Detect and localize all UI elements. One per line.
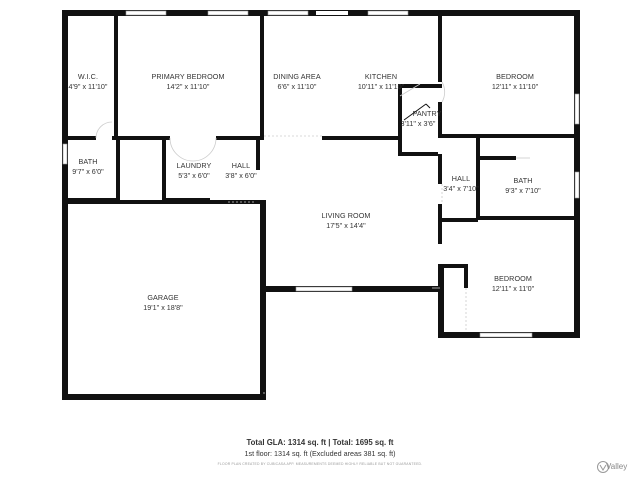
room-name: HALL [231, 161, 251, 170]
exterior-walls [62, 10, 580, 400]
room-dimensions: 5'3" x 6'0" [178, 171, 210, 180]
room-dimensions: 12'11" x 11'0" [491, 284, 535, 293]
room-dimensions: 4'9" x 11'10" [68, 82, 108, 91]
valley-logo-icon [597, 461, 609, 473]
room-dimensions: 6'6" x 11'10" [277, 82, 317, 91]
floor-area-summary: 1st floor: 1314 sq. ft (Excluded areas 3… [244, 449, 396, 458]
room-name: BEDROOM [496, 72, 534, 81]
room-laundry: LAUNDRY 5'3" x 6'0" [139, 161, 249, 181]
room-bath-w: BATH 9'7" x 6'0" [33, 157, 143, 177]
room-pantry: PANTRY 3'11" x 3'6" [366, 109, 476, 129]
room-dimensions: 17'5" x 14'4" [326, 221, 366, 230]
room-bedroom-ne: BEDROOM 12'11" x 11'10" [460, 72, 570, 92]
room-name: BATH [513, 176, 533, 185]
room-garage: GARAGE 19'1" x 18'8" [108, 293, 218, 313]
room-hall-w: HALL 3'8" x 6'0" [186, 161, 296, 181]
room-dining-area: DINING AREA 6'6" x 11'10" [242, 72, 352, 92]
room-dimensions: 19'1" x 18'8" [143, 303, 183, 312]
windows [62, 10, 580, 338]
fineprint-disclaimer: FLOOR PLAN CREATED BY CUBICASA APP. MEAS… [217, 462, 423, 466]
valley-logo-text: Valley [606, 462, 628, 471]
room-dimensions: 3'8" x 6'0" [225, 171, 257, 180]
room-name: BATH [78, 157, 98, 166]
room-living-room: LIVING ROOM 17'5" x 14'4" [291, 211, 401, 231]
room-dimensions: 9'3" x 7'10" [505, 186, 541, 195]
room-name: DINING AREA [273, 72, 321, 81]
room-name: KITCHEN [364, 72, 398, 81]
room-name: GARAGE [147, 293, 179, 302]
room-name: W.I.C. [77, 72, 99, 81]
room-dimensions: 3'11" x 3'6" [400, 119, 436, 128]
room-primary-bedroom: PRIMARY BEDROOM 14'2" x 11'10" [133, 72, 243, 92]
total-area-summary: Total GLA: 1314 sq. ft | Total: 1695 sq.… [246, 438, 394, 447]
room-kitchen: KITCHEN 10'11" x 11'10" [326, 72, 436, 92]
room-wic: W.I.C. 4'9" x 11'10" [33, 72, 143, 92]
room-bedroom-se: BEDROOM 12'11" x 11'0" [458, 274, 568, 294]
room-name: PRIMARY BEDROOM [151, 72, 225, 81]
room-dimensions: 14'2" x 11'10" [166, 82, 210, 91]
room-name: HALL [451, 174, 471, 183]
room-dimensions: 10'11" x 11'10" [357, 82, 405, 91]
doors [95, 81, 530, 394]
pantry-door [403, 103, 431, 121]
room-name: BEDROOM [494, 274, 532, 283]
room-name: PANTRY [412, 109, 442, 118]
room-dimensions: 3'4" x 7'10" [443, 184, 479, 193]
room-name: LIVING ROOM [321, 211, 371, 220]
room-dimensions: 12'11" x 11'10" [491, 82, 539, 91]
room-hall-e: HALL 3'4" x 7'10" [406, 174, 516, 194]
room-dimensions: 9'7" x 6'0" [72, 167, 104, 176]
room-name: LAUNDRY [176, 161, 212, 170]
room-bath-e: BATH 9'3" x 7'10" [468, 176, 578, 196]
interior-walls [62, 14, 580, 290]
